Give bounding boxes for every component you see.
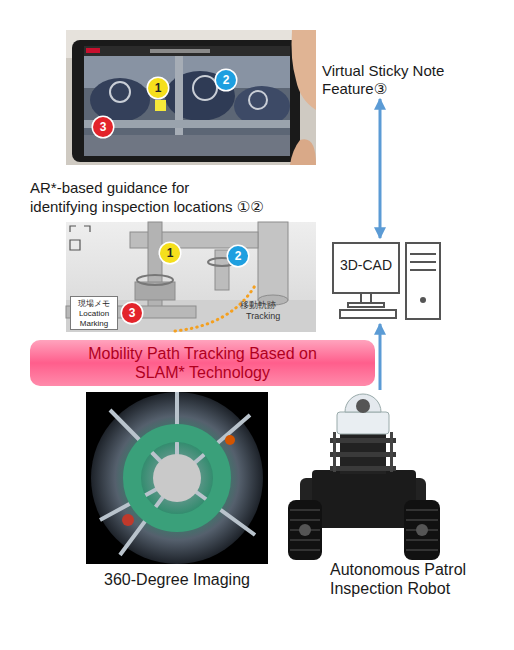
computer-drawing: [406, 243, 440, 319]
phone-photo: [84, 120, 290, 128]
guidance-heading: AR*-based guidance for identifying inspe…: [30, 179, 264, 215]
robot-drawing: [330, 452, 396, 457]
computer-drawing: [420, 297, 426, 303]
robot-drawing: [330, 438, 396, 443]
banner-text: Mobility Path Tracking Based on SLAM* Te…: [88, 345, 317, 381]
robot-drawing: [390, 432, 393, 472]
cad-render: [215, 250, 229, 290]
phone-photo: [84, 46, 290, 56]
computer-drawing: [361, 293, 371, 303]
callout-number: 3: [93, 117, 113, 137]
cad-render: [137, 275, 173, 285]
wrap-spacer: [230, 178, 330, 197]
computer-label: 3D-CAD: [340, 257, 392, 273]
flow-arrow: [379, 324, 382, 390]
robot-drawing: [330, 466, 396, 471]
cad-render: [66, 222, 316, 332]
computer-drawing: [410, 254, 436, 270]
phone-photo: [193, 76, 217, 100]
robot-drawing: [299, 524, 311, 536]
cad-render: [70, 226, 90, 250]
phone-photo: [150, 49, 210, 53]
marker-text: Location Marking: [79, 309, 109, 328]
callout-number: 1: [160, 243, 180, 263]
banner-band: Mobility Path Tracking Based on SLAM* Te…: [30, 340, 375, 386]
phone-photo: [292, 30, 317, 110]
phone-photo: [72, 40, 300, 162]
callout-number: 1: [148, 78, 168, 98]
fisheye-image: 360-Degree Imaging: [86, 392, 268, 564]
computer-drawing: [348, 303, 384, 307]
robot-drawing: [337, 412, 389, 434]
text-block: Mobility Path Tracking Based on SLAM* Te…: [65, 344, 340, 382]
text-block: 2: [216, 70, 236, 90]
annotation-label: 移動軌跡: [240, 300, 276, 311]
robot-drawing: [333, 432, 336, 472]
phone-photo: [66, 30, 316, 165]
robot-drawing: [312, 470, 416, 528]
photo-panel: Virtual Sticky Note Feature③123: [66, 30, 316, 165]
callout-number-text: 3: [129, 306, 136, 320]
text-block: Autonomous Patrol Inspection Robot: [330, 560, 490, 598]
computer-icon: 3D-CAD: [330, 240, 442, 322]
robot-drawing: [290, 510, 438, 550]
fisheye-photo: [100, 392, 255, 555]
image-caption: 360-Degree Imaging: [104, 571, 250, 588]
fisheye-photo: [122, 514, 134, 526]
phone-photo: [155, 100, 166, 111]
text-block: 360-Degree Imaging: [86, 570, 268, 589]
phone-photo: [90, 78, 150, 122]
callout-number-text: 1: [167, 246, 174, 260]
phone-photo: [84, 46, 290, 156]
flow-arrow: [379, 99, 382, 238]
text-block: 2: [228, 246, 248, 266]
text-block: 1: [148, 78, 168, 98]
text-block: 3D-CAD: [333, 257, 399, 274]
fisheye-photo: [132, 433, 222, 523]
connector-group: [380, 99, 381, 390]
callout-number: 3: [122, 303, 142, 323]
feature-heading: Virtual Sticky Note Feature③: [322, 62, 444, 97]
text-block: 現場メモ: [71, 299, 117, 308]
callout-number-text: 2: [223, 73, 230, 87]
phone-photo: [86, 48, 100, 53]
phone-photo: [84, 135, 290, 156]
text-block: AR*-based guidance for identifying inspe…: [30, 178, 330, 216]
marker-text: 現場メモ: [78, 299, 110, 308]
text-block: Location Marking: [71, 309, 117, 329]
computer-drawing: [340, 310, 396, 318]
cad-render: [258, 222, 288, 300]
phone-photo: [110, 82, 130, 102]
fisheye-photo: [91, 392, 263, 564]
annotation-label: Tracking: [246, 311, 280, 322]
text-block: 3: [93, 117, 113, 137]
callout-number: 2: [228, 246, 248, 266]
fisheye-photo: [86, 392, 268, 564]
robot-drawing: [416, 524, 428, 536]
robot-drawing: [288, 394, 440, 560]
fisheye-photo: [86, 392, 268, 564]
fisheye-photo: [225, 435, 235, 445]
callout-number-text: 2: [235, 249, 242, 263]
text-block: 1: [160, 243, 180, 263]
render-panel: AR*-based guidance for identifying inspe…: [66, 222, 316, 332]
computer-drawing: [333, 243, 399, 293]
callout-number-text: 1: [155, 81, 162, 95]
cad-render: [66, 222, 316, 332]
callout-number: 2: [216, 70, 236, 90]
text-block: Virtual Sticky Note Feature③: [322, 62, 482, 98]
phone-photo: [66, 30, 316, 165]
phone-photo: [290, 139, 316, 165]
robot-drawing: [345, 394, 381, 412]
image-caption: Autonomous Patrol Inspection Robot: [330, 561, 466, 597]
callout-number-text: 3: [100, 120, 107, 134]
location-marker-box: 現場メモLocation Marking: [70, 296, 118, 330]
phone-photo: [249, 91, 267, 109]
text-block: 3: [122, 303, 142, 323]
robot-drawing: [356, 399, 370, 413]
fisheye-photo: [153, 454, 201, 502]
computer-drawing: [333, 243, 440, 319]
robot-image: Autonomous Patrol Inspection Robot: [285, 392, 443, 564]
